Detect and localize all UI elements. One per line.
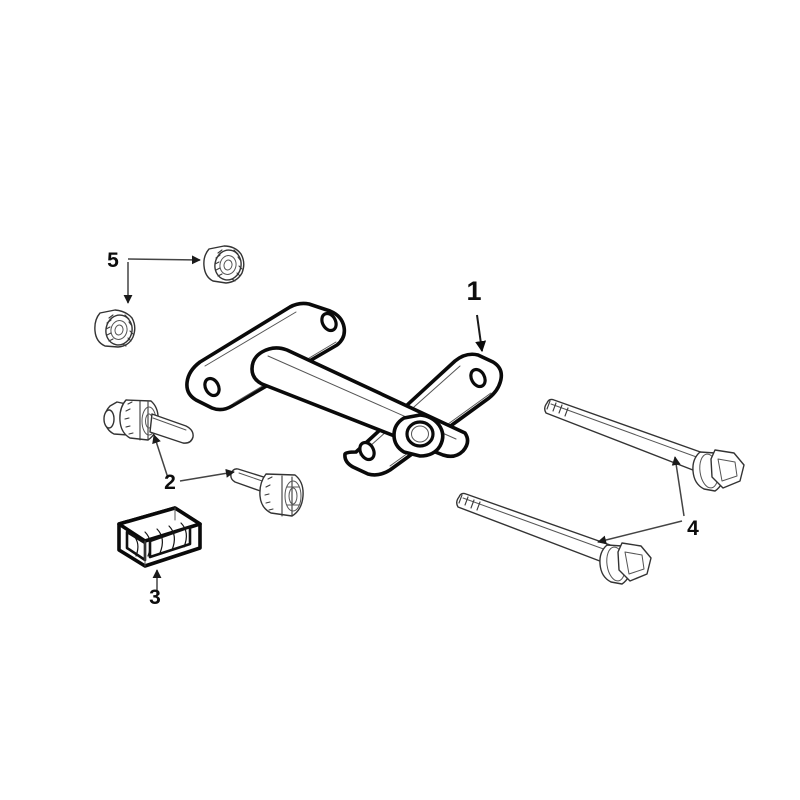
callout-number-3: 3 (149, 586, 161, 609)
part-flange-bolt-upper (544, 398, 745, 492)
callout-number-1: 1 (466, 276, 481, 306)
callout-number-5: 5 (107, 249, 119, 272)
bracket-eyelet-rear-left (203, 376, 221, 398)
bracket-center-hub (392, 413, 445, 458)
part-rubber-bump-stop (117, 506, 202, 568)
part-knurled-nut-lower (94, 309, 136, 348)
part-flange-bolt-lower (456, 492, 652, 585)
bracket-eyelet-rear-right (320, 311, 338, 333)
callout-number-4: 4 (687, 517, 699, 540)
leader-line-2a (152, 434, 169, 479)
bracket-eyelet-front-left (358, 440, 376, 462)
leader-line-5a (127, 255, 201, 265)
leader-line-4b (597, 520, 683, 545)
part-bushing-stud-upper (103, 399, 194, 444)
leader-line-2b (179, 468, 235, 482)
part-bushing-stud-lower (230, 468, 304, 517)
leader-line-1 (475, 314, 487, 353)
part-knurled-nut-upper (203, 245, 245, 284)
leader-line-4a (671, 456, 685, 517)
bracket-eyelet-front-right (469, 367, 487, 389)
part-support-bracket: 1 (185, 276, 504, 477)
callout-number-2: 2 (164, 471, 176, 494)
